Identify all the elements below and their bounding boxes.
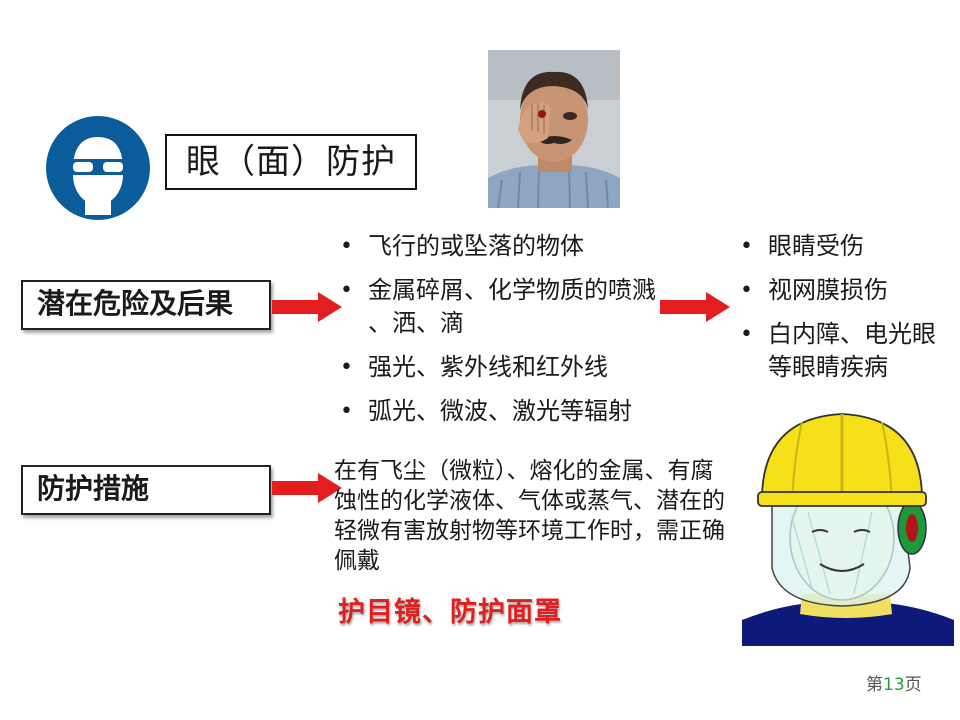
page-suffix: 页 xyxy=(904,675,922,695)
list-item: 白内障、电光眼等眼睛疾病 xyxy=(740,318,950,384)
list-item: 飞行的或坠落的物体 xyxy=(340,230,670,263)
page-number: 第13页 xyxy=(866,670,922,695)
list-item: 金属碎屑、化学物质的喷溅 、洒、滴 xyxy=(340,274,670,340)
list-item: 视网膜损伤 xyxy=(740,274,950,307)
list-item: 强光、紫外线和红外线 xyxy=(340,351,670,384)
page-prefix: 第 xyxy=(866,675,883,695)
hazard-list: 飞行的或坠落的物体 金属碎屑、化学物质的喷溅 、洒、滴 强光、紫外线和红外线 弧… xyxy=(340,230,670,439)
page-number-value: 13 xyxy=(883,675,905,695)
equipment-highlight: 护目镜、防护面罩 xyxy=(338,597,562,628)
hazard-label: 潜在危险及后果 xyxy=(21,280,271,330)
arrow-right-icon xyxy=(272,292,342,322)
list-item: 眼睛受伤 xyxy=(740,230,950,263)
page-title: 眼（面）防护 xyxy=(165,134,417,190)
arrow-right-icon xyxy=(660,292,730,322)
list-item: 弧光、微波、激光等辐射 xyxy=(340,395,670,428)
eye-injury-photo xyxy=(488,50,620,209)
measure-label: 防护措施 xyxy=(21,465,271,515)
measure-description: 在有飞尘（微粒）、熔化的金属、有腐蚀性的化学液体、气体或蒸气、潜在的轻微有害放射… xyxy=(334,458,725,574)
goggles-sign-icon xyxy=(45,115,151,221)
helmet-face-shield-illustration xyxy=(742,408,954,646)
consequence-list: 眼睛受伤 视网膜损伤 白内障、电光眼等眼睛疾病 xyxy=(740,230,950,395)
arrow-right-icon xyxy=(272,473,342,503)
